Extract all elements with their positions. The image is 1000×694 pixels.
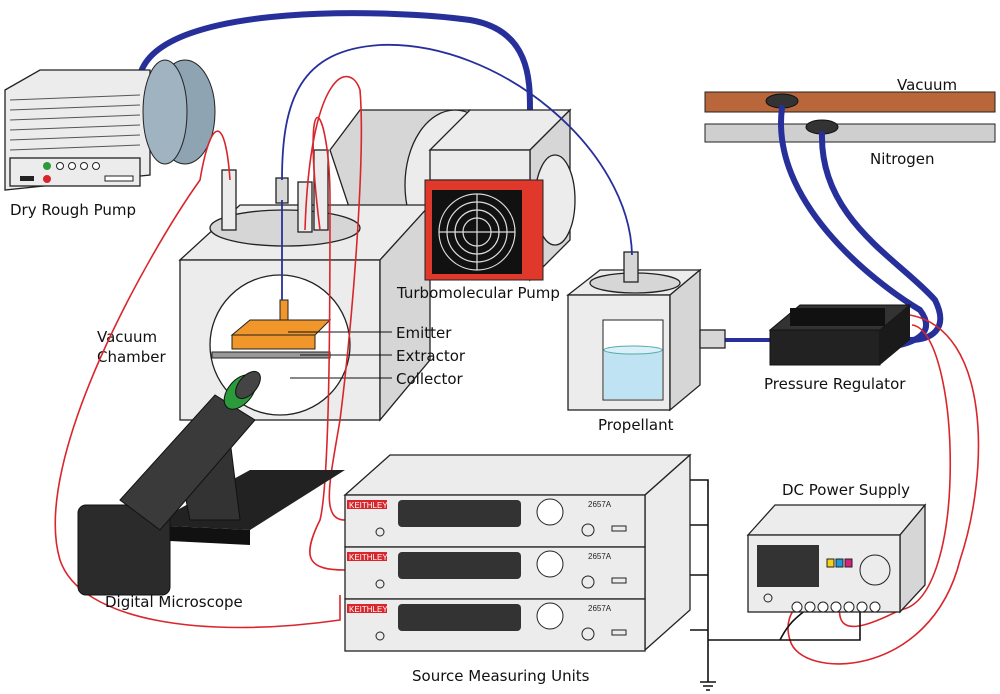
dc-power-supply-label: DC Power Supply — [782, 481, 910, 499]
rough-pump-hose — [137, 10, 533, 113]
smu-model: 2657A — [588, 552, 612, 561]
smu-unit: KEITHLEY 2657A — [344, 546, 646, 600]
ground-wiring — [690, 479, 861, 691]
vacuum-chamber-label-2: Chamber — [97, 348, 167, 366]
turbomolecular-pump-label: Turbomolecular Pump — [396, 284, 560, 302]
nitrogen-pipe — [704, 123, 996, 143]
vacuum-line-label: Vacuum — [897, 76, 957, 94]
regulator-wire-1 — [787, 314, 980, 665]
extractor-label: Extractor — [396, 347, 466, 365]
emitter-label: Emitter — [396, 324, 452, 342]
vacuum-chamber-label-1: Vacuum — [97, 328, 157, 346]
dc-power-supply — [746, 503, 927, 614]
smu-brand: KEITHLEY — [349, 605, 388, 614]
vacuum-pipe — [704, 91, 996, 113]
regulator-wire-2 — [838, 324, 952, 628]
dry-rough-pump — [4, 59, 216, 191]
smu-brand: KEITHLEY — [349, 553, 388, 562]
propellant-feed-line — [281, 44, 633, 256]
propellant-label: Propellant — [598, 416, 674, 434]
smu-brand: KEITHLEY — [349, 501, 388, 510]
nitrogen-hose — [818, 131, 944, 343]
smu-model: 2657A — [588, 604, 612, 613]
smu-unit: KEITHLEY 2657A — [344, 598, 646, 652]
pressure-regulator-label: Pressure Regulator — [764, 375, 906, 393]
dry-rough-pump-label: Dry Rough Pump — [10, 201, 136, 219]
emitter-assembly — [211, 299, 332, 359]
source-measuring-units-label: Source Measuring Units — [412, 667, 590, 685]
rough-wire — [54, 130, 341, 629]
collector-wire — [309, 116, 346, 571]
propellant-container — [566, 251, 726, 412]
pressure-regulator — [768, 304, 912, 366]
smu-model: 2657A — [588, 500, 612, 509]
digital-microscope — [77, 370, 345, 596]
source-measuring-units: KEITHLEY 2657A KEITHLEY 2657A KEITHLEY — [343, 453, 692, 652]
smu-unit: KEITHLEY 2657A — [344, 494, 646, 548]
turbomolecular-pump — [424, 108, 576, 282]
nitrogen-line-label: Nitrogen — [870, 150, 935, 168]
collector-label: Collector — [396, 370, 464, 388]
vacuum-hose — [778, 105, 930, 348]
digital-microscope-label: Digital Microscope — [105, 593, 243, 611]
